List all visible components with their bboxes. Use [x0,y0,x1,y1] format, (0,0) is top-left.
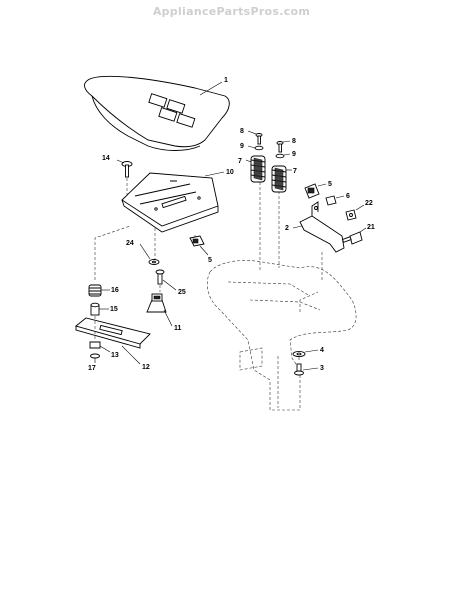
tractor-frame-outline [207,260,357,411]
callout-9-left: 9 [240,143,244,150]
seat-pan-part[interactable] [121,172,219,233]
callout-21: 21 [367,224,375,231]
callout-8-left: 8 [240,128,244,135]
callout-4: 4 [320,347,324,354]
washer-part-17[interactable] [90,353,100,359]
callout-1: 1 [224,77,228,84]
spring-part-16[interactable] [88,284,102,297]
washer-part-9-right[interactable] [275,153,285,159]
spring-part-7-left[interactable] [250,155,266,183]
callout-14: 14 [102,155,110,162]
callout-7-right: 7 [293,168,297,175]
callout-16: 16 [111,287,119,294]
callout-17: 17 [88,365,96,372]
spring-part-7-right[interactable] [271,165,287,193]
callout-25: 25 [178,289,186,296]
bolt-part-3[interactable] [294,363,304,376]
bolt-part-8-right[interactable] [276,141,284,153]
callout-3: 3 [320,365,324,372]
knob-part-5-upper[interactable] [304,183,320,199]
site-watermark: AppliancePartsPros.com [152,5,311,18]
callout-13: 13 [111,352,119,359]
callout-10: 10 [226,169,234,176]
bolt-part-14[interactable] [121,161,133,178]
callout-11: 11 [174,325,182,332]
callout-12: 12 [142,364,150,371]
bolt-part-21[interactable] [341,231,363,245]
callout-15: 15 [110,306,118,313]
callout-5-upper: 5 [328,181,332,188]
seat-part[interactable] [84,75,230,151]
knob-part-11[interactable] [146,293,167,313]
callout-24: 24 [126,240,134,247]
washer-part-4[interactable] [292,350,306,358]
nut-part-6[interactable] [325,195,337,206]
callout-22: 22 [365,200,373,207]
nut-part-13[interactable] [89,341,101,349]
callout-8-right: 8 [292,138,296,145]
slide-bracket-part-12[interactable] [75,317,151,349]
callout-6: 6 [346,193,350,200]
nut-part-22[interactable] [345,209,357,221]
callout-5-lower: 5 [208,257,212,264]
callout-7-left: 7 [238,158,242,165]
knob-part-5-lower[interactable] [189,235,205,247]
bracket-part-2[interactable] [299,201,345,253]
bolt-part-8-left[interactable] [255,133,263,145]
callout-9-right: 9 [292,151,296,158]
washer-part-9-left[interactable] [254,145,264,151]
bushing-part-15[interactable] [90,302,100,316]
washer-part-24[interactable] [148,259,160,265]
callout-2: 2 [285,225,289,232]
bolt-part-25[interactable] [155,269,165,285]
